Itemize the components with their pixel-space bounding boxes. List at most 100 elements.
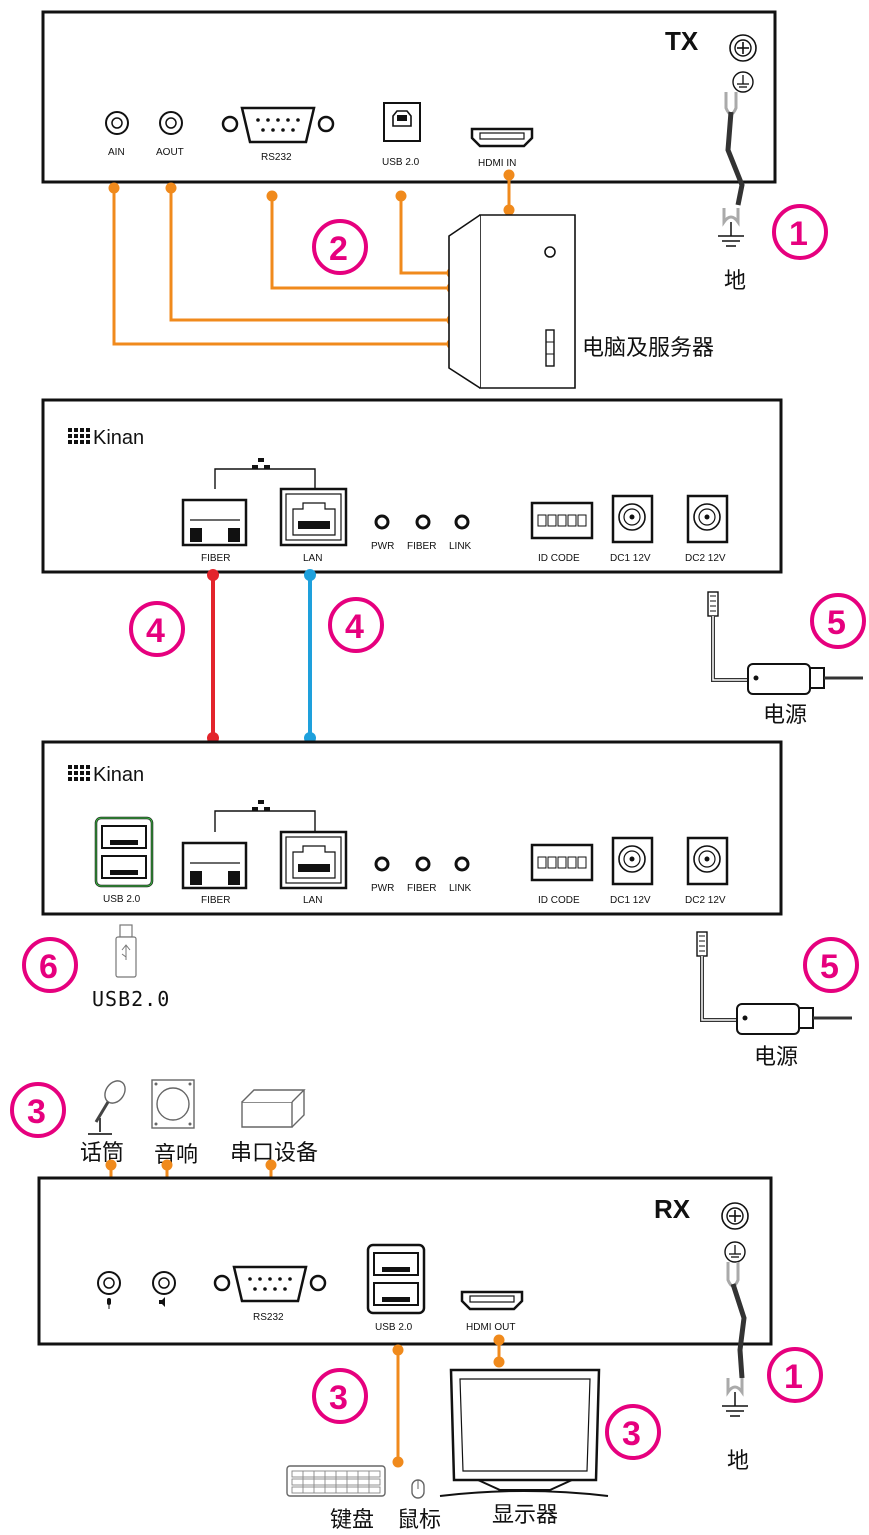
tx-aout-label: AOUT (156, 147, 184, 158)
pwr-led-label: PWR (371, 541, 394, 552)
mouse-icon (411, 1479, 425, 1499)
fiber-port-icon-2 (181, 841, 248, 890)
tx-rs232-label: RS232 (261, 152, 292, 163)
step-1-badge-tx: 1 (772, 204, 828, 260)
svg-text:5: 5 (827, 604, 846, 642)
aout-jack-icon (159, 111, 183, 135)
ground-screw-icon (729, 34, 757, 93)
rs232-port-icon-rx (213, 1265, 327, 1303)
id-code-switch-icon-2 (530, 843, 594, 882)
lan-cable (304, 569, 316, 744)
fiber-led-label-2: FIBER (407, 883, 436, 894)
serial-device-icon (241, 1089, 306, 1128)
kinan-logo-icon-2 (68, 765, 90, 781)
hdmi-port-icon (470, 127, 534, 148)
ground-cable-tx (718, 92, 745, 247)
speaker-jack-icon (152, 1271, 176, 1307)
ground-label-rx: 地 (727, 1449, 749, 1474)
step-3-badge-monitor: 3 (605, 1404, 661, 1460)
tx-unit: TX AIN AOUT (41, 10, 777, 184)
id-code-switch-icon (530, 501, 594, 540)
rs232-port-icon (221, 106, 335, 144)
svg-text:1: 1 (784, 1358, 803, 1396)
tx-to-computer-cables (108, 169, 515, 350)
svg-text:2: 2 (329, 230, 348, 268)
network-icon-2 (252, 800, 270, 811)
kinan-logo-text-2: Kinan (93, 764, 144, 786)
rx-unit-usb-label: USB 2.0 (103, 894, 141, 905)
power-adapter-icon-1 (707, 591, 863, 695)
id-code-label: ID CODE (538, 553, 580, 564)
tx-title: TX (665, 26, 699, 56)
network-icon (252, 458, 270, 469)
step-1-badge-rx: 1 (767, 1347, 823, 1403)
fiber-port-icon (181, 498, 248, 547)
usb-drive-icon (115, 924, 137, 978)
hdmi-out-port-icon (460, 1290, 524, 1311)
svg-text:4: 4 (146, 612, 165, 650)
fiber-cable (207, 569, 219, 744)
dc2-jack-icon-2 (686, 836, 729, 886)
ground-screw-icon-rx (721, 1202, 749, 1263)
fiber-led-label: FIBER (407, 541, 436, 552)
usb-a-port-icon-rx (366, 1243, 426, 1315)
computer-server-icon (448, 214, 576, 389)
speaker-label: 音响 (154, 1143, 198, 1168)
ground-cable-rx (722, 1262, 748, 1417)
speaker-icon (151, 1079, 195, 1129)
dc1-label-2: DC1 12V (610, 895, 651, 906)
svg-text:3: 3 (27, 1093, 46, 1131)
svg-text:6: 6 (39, 948, 58, 986)
step-4-badge-fiber: 4 (129, 601, 185, 657)
rx-rs232-label: RS232 (253, 1312, 284, 1323)
usb-drive-label: USB2.0 (92, 987, 170, 1011)
step-3-badge-usb: 3 (312, 1368, 368, 1424)
pwr-led-label-2: PWR (371, 883, 394, 894)
fiber-unit-tx: Kinan FIBER LAN PWR FIBER LINK (41, 398, 783, 574)
step-5-badge-1: 5 (810, 593, 866, 649)
dc2-jack-icon (686, 494, 729, 544)
rx-output-cables (392, 1334, 505, 1468)
lan-label: LAN (303, 553, 322, 564)
usb-b-port-icon (383, 102, 421, 142)
dc1-jack-icon (611, 494, 654, 544)
link-led-label: LINK (449, 541, 472, 552)
rx-title: RX (654, 1194, 691, 1224)
lan-label-2: LAN (303, 895, 322, 906)
power-adapter-icon-2 (696, 931, 852, 1035)
rx-unit: RX (37, 1176, 773, 1346)
power-label-2: 电源 (754, 1045, 798, 1070)
mouse-label: 鼠标 (397, 1508, 441, 1533)
id-code-label-2: ID CODE (538, 895, 580, 906)
mic-jack-icon (97, 1271, 121, 1309)
keyboard-label: 键盘 (330, 1508, 374, 1533)
dc1-jack-icon-2 (611, 836, 654, 886)
svg-text:3: 3 (622, 1415, 641, 1453)
fiber-label: FIBER (201, 553, 230, 564)
step-5-badge-2: 5 (803, 937, 859, 993)
dc1-label: DC1 12V (610, 553, 651, 564)
fiber-label-2: FIBER (201, 895, 230, 906)
kinan-logo-text: Kinan (93, 427, 144, 449)
tx-hdmi-in-label: HDMI IN (478, 158, 516, 169)
svg-text:5: 5 (820, 948, 839, 986)
status-led-icons-2 (374, 856, 470, 872)
lan-port-icon-2 (279, 830, 348, 890)
power-label-1: 电源 (763, 703, 807, 728)
ain-jack-icon (105, 111, 129, 135)
svg-text:3: 3 (329, 1379, 348, 1417)
tx-ain-label: AIN (108, 147, 125, 158)
step-2-badge: 2 (312, 219, 368, 275)
fiber-unit-rx: Kinan USB 2.0 FIBER LAN (41, 740, 783, 916)
monitor-icon (439, 1368, 609, 1497)
microphone-label: 话筒 (80, 1141, 124, 1166)
tx-usb-label: USB 2.0 (382, 157, 420, 168)
rx-hdmi-out-label: HDMI OUT (466, 1322, 515, 1333)
monitor-label: 显示器 (492, 1503, 558, 1528)
svg-text:1: 1 (789, 215, 808, 253)
step-6-badge: 6 (22, 937, 78, 993)
lan-port-icon (279, 487, 348, 547)
ground-label-tx: 地 (724, 269, 746, 294)
step-3-badge-peripherals: 3 (10, 1082, 66, 1138)
